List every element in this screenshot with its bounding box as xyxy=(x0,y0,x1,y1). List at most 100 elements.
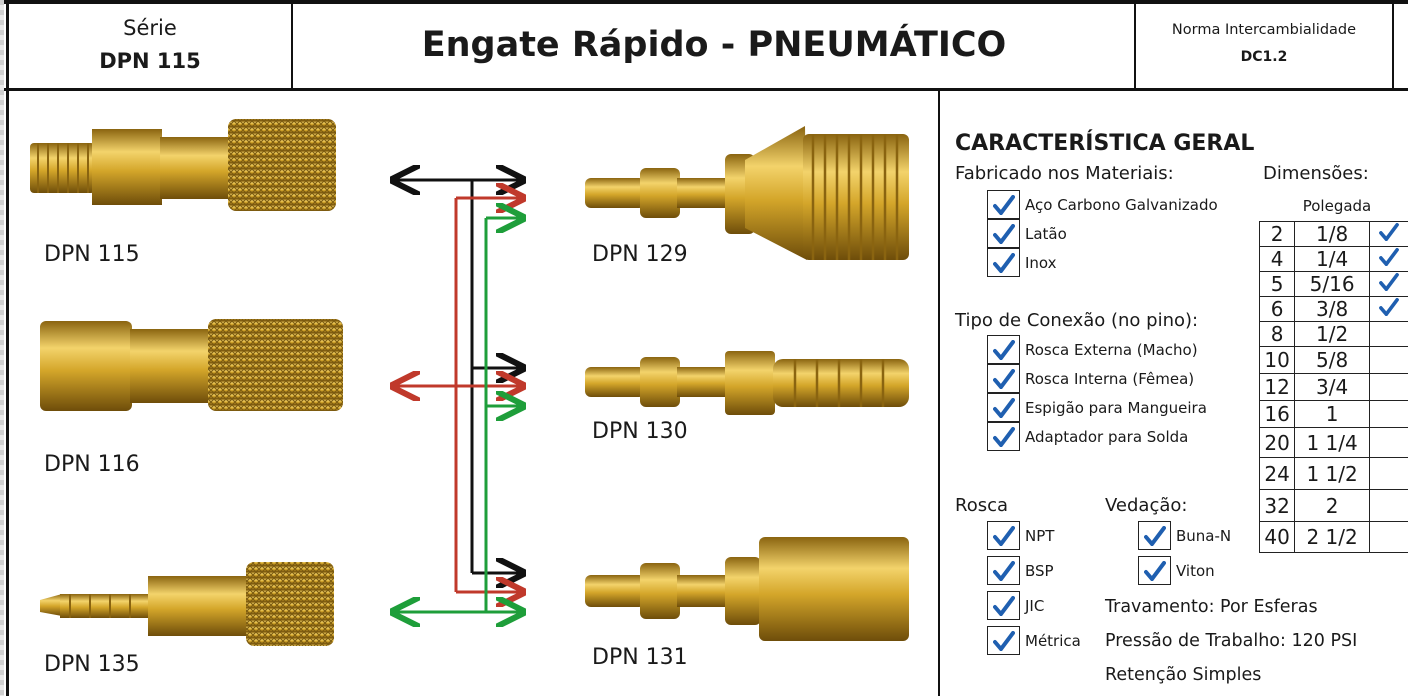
check-icon xyxy=(1379,223,1399,243)
seal-row: Buna-N xyxy=(1138,521,1231,550)
dimension-fraction: 5/8 xyxy=(1294,346,1370,374)
header-divider-2 xyxy=(1134,0,1136,90)
seal-label: Vedação: xyxy=(1105,495,1188,516)
content-divider xyxy=(938,90,940,696)
check-icon xyxy=(992,194,1015,215)
dpn-115-coupler-image xyxy=(30,119,336,211)
check-icon xyxy=(992,368,1015,389)
dimension-number: 32 xyxy=(1258,489,1296,522)
check-icon xyxy=(992,397,1015,418)
dimension-number: 24 xyxy=(1258,457,1296,490)
dimension-fraction: 1/4 xyxy=(1294,246,1370,272)
dimension-check-cell xyxy=(1368,271,1408,297)
dimension-check-cell xyxy=(1368,373,1408,401)
checkbox xyxy=(987,591,1020,620)
connection-row: Rosca Externa (Macho) xyxy=(987,335,1198,364)
part-label-dpn-131: DPN 131 xyxy=(592,645,688,670)
dimension-check-cell xyxy=(1368,521,1408,553)
check-icon xyxy=(992,595,1015,616)
thread-option: NPT xyxy=(1025,526,1055,545)
dimensions-label: Dimensões: xyxy=(1263,163,1369,184)
red-arrow-set xyxy=(396,198,520,592)
check-icon xyxy=(992,252,1015,273)
dimension-fraction: 1 xyxy=(1294,400,1370,428)
material-row: Inox xyxy=(987,248,1057,277)
check-icon xyxy=(992,426,1015,447)
pressure-info: Pressão de Trabalho: 120 PSI xyxy=(1105,631,1358,651)
part-label-dpn-135: DPN 135 xyxy=(44,652,140,677)
header-divider-3 xyxy=(1392,0,1394,90)
page-edge xyxy=(0,0,4,696)
check-icon xyxy=(992,560,1015,581)
dimension-check-cell xyxy=(1368,246,1408,272)
header-divider-1 xyxy=(291,0,293,90)
connection-type-label: Tipo de Conexão (no pino): xyxy=(955,310,1199,331)
checkbox xyxy=(987,335,1020,364)
connection-label: Rosca Interna (Fêmea) xyxy=(1025,369,1195,388)
dimension-fraction: 5/16 xyxy=(1294,271,1370,297)
dimension-number: 6 xyxy=(1258,296,1296,322)
thread-row: BSP xyxy=(987,556,1054,585)
dimension-check-cell xyxy=(1368,221,1408,247)
dimension-fraction: 1 1/2 xyxy=(1294,457,1370,490)
dimension-check-cell xyxy=(1368,400,1408,428)
dimension-check-cell xyxy=(1368,346,1408,374)
dpn-129-plug-image xyxy=(585,126,909,260)
dimension-number: 10 xyxy=(1258,346,1296,374)
compatibility-arrows xyxy=(390,160,530,630)
thread-row: NPT xyxy=(987,521,1054,550)
connection-label: Adaptador para Solda xyxy=(1025,427,1189,446)
checkbox xyxy=(987,393,1020,422)
connection-label: Rosca Externa (Macho) xyxy=(1025,340,1198,359)
seal-option: Viton xyxy=(1176,561,1215,580)
part-label-dpn-129: DPN 129 xyxy=(592,242,688,267)
check-icon xyxy=(1379,298,1399,318)
connection-row: Rosca Interna (Fêmea) xyxy=(987,364,1194,393)
connection-label: Espigão para Mangueira xyxy=(1025,398,1207,417)
retention-info: Retenção Simples xyxy=(1105,665,1262,685)
checkbox xyxy=(1138,521,1171,550)
dimension-number: 12 xyxy=(1258,373,1296,401)
seal-option: Buna-N xyxy=(1176,526,1232,545)
material-label: Inox xyxy=(1025,253,1057,272)
thread-row: JIC xyxy=(987,591,1044,620)
checkbox xyxy=(987,219,1020,248)
material-row: Latão xyxy=(987,219,1067,248)
header-bottom-border xyxy=(4,88,1408,91)
seal-row: Viton xyxy=(1138,556,1215,585)
check-icon xyxy=(1143,525,1166,546)
dimension-number: 4 xyxy=(1258,246,1296,272)
dimension-fraction: 3/8 xyxy=(1294,296,1370,322)
left-border xyxy=(6,0,9,696)
check-icon xyxy=(1379,248,1399,268)
connection-row: Adaptador para Solda xyxy=(987,422,1188,451)
checkbox xyxy=(987,248,1020,277)
thread-row: Métrica xyxy=(987,626,1081,655)
dimension-fraction: 3/4 xyxy=(1294,373,1370,401)
check-icon xyxy=(1379,273,1399,293)
checkbox xyxy=(987,190,1020,219)
serie-code: DPN 115 xyxy=(99,49,201,73)
locking-info: Travamento: Por Esferas xyxy=(1105,597,1318,617)
dimension-check-cell xyxy=(1368,427,1408,458)
material-label: Latão xyxy=(1025,224,1067,243)
dimension-number: 5 xyxy=(1258,271,1296,297)
dimension-number: 20 xyxy=(1258,427,1296,458)
checkbox xyxy=(987,422,1020,451)
check-icon xyxy=(992,630,1015,651)
norma-code: DC1.2 xyxy=(1240,49,1288,65)
dimension-check-cell xyxy=(1368,489,1408,522)
part-label-dpn-130: DPN 130 xyxy=(592,419,688,444)
norma-label: Norma Intercambialidade xyxy=(1171,22,1357,38)
